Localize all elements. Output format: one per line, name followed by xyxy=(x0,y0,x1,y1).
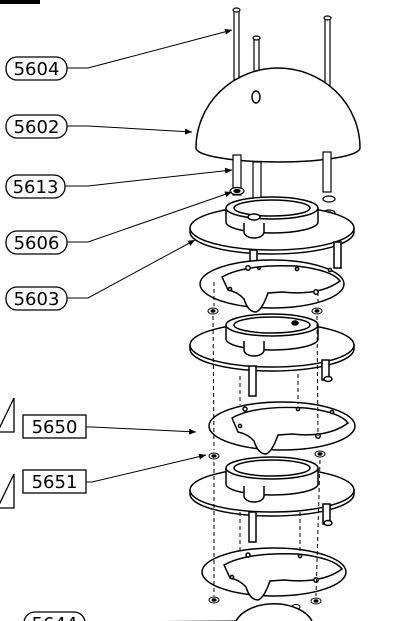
thin-plate-5650 xyxy=(208,401,356,455)
flange-plate-3 xyxy=(189,456,355,543)
svg-text:5602: 5602 xyxy=(14,117,60,138)
callout-5644: 5644 xyxy=(23,611,236,621)
callout-5602: 5602 xyxy=(5,114,68,139)
flange-plate-2 xyxy=(189,313,355,397)
svg-text:5606: 5606 xyxy=(14,233,60,254)
svg-text:5644: 5644 xyxy=(32,614,78,621)
bottom-dome-5644 xyxy=(235,603,313,621)
warning-triangle-icon xyxy=(0,397,15,433)
alignment-lines xyxy=(212,282,321,597)
svg-text:5603: 5603 xyxy=(14,289,60,310)
callout-5651: 5651 xyxy=(22,469,87,494)
pins-5604 xyxy=(232,7,332,99)
callout-5604: 5604 xyxy=(5,56,68,81)
thin-plate-1 xyxy=(199,259,345,313)
dome-5602 xyxy=(195,67,361,163)
flange-plate-5603 xyxy=(189,196,355,277)
screws-row-2 xyxy=(208,450,326,460)
leader-lines xyxy=(65,28,233,483)
callout-5613: 5613 xyxy=(5,174,66,199)
svg-text:5650: 5650 xyxy=(32,417,78,438)
callout-5650: 5650 xyxy=(22,414,87,439)
callout-5606: 5606 xyxy=(5,230,68,255)
warning-triangle-icon xyxy=(0,473,15,509)
svg-text:5604: 5604 xyxy=(14,59,60,80)
callout-5603: 5603 xyxy=(5,286,68,311)
thin-plate-3 xyxy=(201,547,347,601)
corner-mark xyxy=(0,0,40,4)
svg-text:5613: 5613 xyxy=(13,177,59,198)
screws-row-1 xyxy=(207,307,323,315)
svg-text:5651: 5651 xyxy=(32,472,78,493)
